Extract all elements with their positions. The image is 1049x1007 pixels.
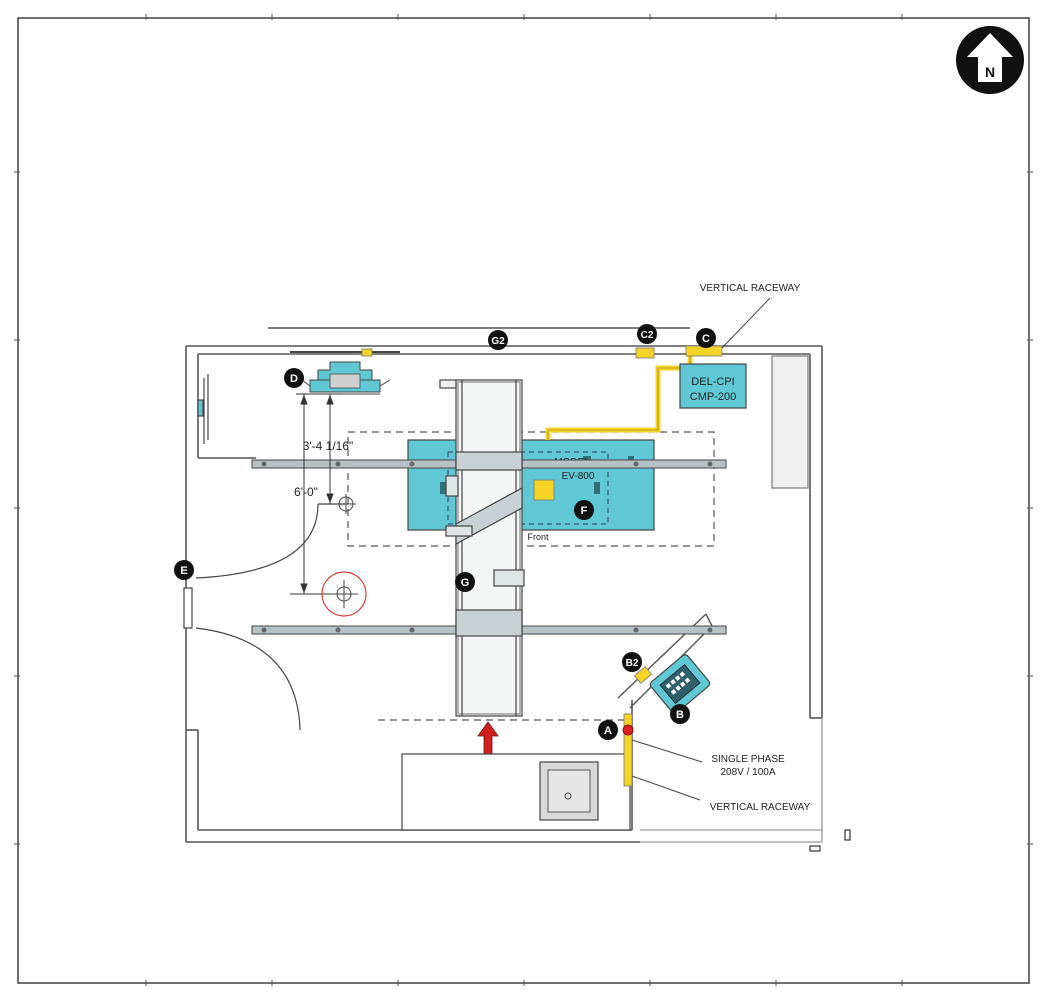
clearance-envelope xyxy=(347,431,715,547)
marker-b2: B2 xyxy=(622,652,642,672)
vertical-conveyor xyxy=(439,379,525,717)
door-lower-swing xyxy=(195,627,301,730)
north-arrow-icon: N xyxy=(956,26,1024,94)
front-label: Front xyxy=(527,532,549,542)
north-letter: N xyxy=(985,64,995,80)
svg-text:D: D xyxy=(290,373,298,385)
single-phase-label: SINGLE PHASE xyxy=(711,754,785,765)
wall-mark xyxy=(844,829,851,841)
vertical-raceway-top-label: VERTICAL RACEWAY xyxy=(700,283,801,294)
door-upper-swing xyxy=(195,503,346,579)
del-cpi-unit xyxy=(679,363,747,409)
svg-text:B2: B2 xyxy=(626,658,639,669)
dimension-label-1: 3'-4 1/16" xyxy=(303,439,354,453)
marker-a: A xyxy=(598,720,618,740)
model-number-label: EV-800 xyxy=(562,471,595,482)
svg-text:C: C xyxy=(702,333,710,345)
svg-text:A: A xyxy=(604,725,612,737)
svg-text:C2: C2 xyxy=(641,330,654,341)
svg-text:G2: G2 xyxy=(491,336,505,347)
svg-text:F: F xyxy=(581,505,588,517)
marker-f: F xyxy=(574,500,594,520)
panel-a xyxy=(622,724,634,736)
crosshair-upper xyxy=(336,494,356,514)
equipment-d xyxy=(290,348,400,395)
raceway-vertical-a xyxy=(623,713,633,787)
marker-b: B xyxy=(670,704,690,724)
equipment-b xyxy=(649,654,711,714)
marker-d: D xyxy=(284,368,304,388)
dimension-label-2: 6'-0" xyxy=(294,485,318,499)
entry-arrow-icon xyxy=(477,721,499,757)
yellow-connector xyxy=(533,479,555,501)
crosshair-lower xyxy=(321,571,367,617)
wall-fixture xyxy=(197,374,209,444)
leader-single-phase xyxy=(631,739,703,763)
svg-text:G: G xyxy=(461,577,470,589)
wall-column xyxy=(771,355,809,489)
raceway-b2 xyxy=(633,666,653,684)
voltage-label: 208V / 100A xyxy=(720,767,775,778)
raceway-run xyxy=(545,356,693,440)
dimension-lines xyxy=(290,393,342,595)
del-cpi-label: DEL-CPI xyxy=(691,376,734,388)
marker-e: E xyxy=(174,560,194,580)
leader-line xyxy=(721,297,771,349)
wall-mark xyxy=(809,845,821,852)
marker-g2: G2 xyxy=(488,330,508,350)
door-jamb xyxy=(183,587,193,629)
marker-c2: C2 xyxy=(637,324,657,344)
svg-text:E: E xyxy=(180,565,187,577)
leader-raceway-bottom xyxy=(631,775,701,801)
svg-text:B: B xyxy=(676,709,684,721)
marker-c: C xyxy=(696,328,716,348)
sheet-ticks xyxy=(14,14,1033,986)
vertical-raceway-bottom-label: VERTICAL RACEWAY xyxy=(710,802,811,813)
del-cpi-model-label: CMP-200 xyxy=(690,391,736,403)
raceway-c2 xyxy=(635,347,655,359)
marker-g: G xyxy=(455,572,475,592)
